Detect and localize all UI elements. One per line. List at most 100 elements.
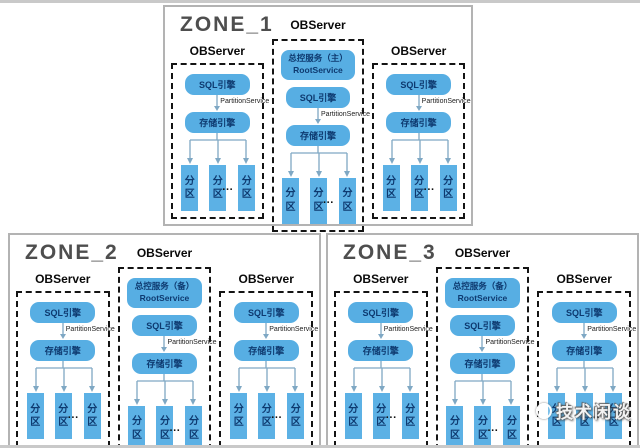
partition-service-connector: PartitionService — [441, 335, 535, 353]
zone-title: ZONE_2 — [25, 241, 119, 264]
partition-label-line1: 分 — [414, 175, 425, 187]
root-service-line2: RootService — [457, 292, 508, 303]
partition-box: 分 区 — [474, 405, 492, 445]
partition-label-line1: 分 — [386, 175, 397, 187]
partition-label-line1: 分 — [131, 416, 142, 428]
fanout-connector-icon — [187, 133, 250, 164]
observer-column-middle: 总控服务（主） RootService SQL引擎 PartitionServi… — [271, 37, 370, 232]
observer-column-right: OBServer SQL引擎 PartitionService 存储引擎 分 区… — [219, 265, 318, 445]
down-arrow-icon — [415, 95, 422, 111]
storage-engine-box: 存储引擎 — [185, 112, 250, 133]
partitions-row: 分 区 分 区 ··· 分 区 — [23, 393, 103, 439]
ellipsis: ··· — [487, 424, 499, 437]
partition-label-line2: 区 — [443, 189, 454, 200]
partition-service-label: PartitionService — [65, 326, 115, 333]
observer-box: SQL引擎 PartitionService 存储引擎 分 区 分 区 ··· … — [16, 291, 115, 445]
partition-box: 分 区 — [185, 405, 203, 445]
down-arrow-icon — [314, 107, 321, 124]
storage-engine-box: 存储引擎 — [285, 124, 351, 146]
partition-label-line2: 区 — [87, 417, 98, 428]
partition-box: 分 区 — [258, 393, 276, 439]
partition-service-label: PartitionService — [320, 110, 371, 118]
partition-label-line2: 区 — [131, 429, 142, 441]
partition-service-connector: PartitionService — [377, 95, 471, 112]
partition-box: 分 区 — [439, 165, 457, 211]
zone-header: ZONE_2 OBServer — [10, 235, 319, 265]
root-service-line1: 总控服务（备） — [452, 281, 513, 291]
observer-box: SQL引擎 PartitionService 存储引擎 分 区 分 区 ··· … — [334, 291, 433, 445]
partitions-row: 分 区 分 区 ··· 分 区 — [341, 393, 421, 439]
observer-column-middle: 总控服务（备） RootService SQL引擎 PartitionServi… — [435, 265, 535, 445]
observer-label: OBServer — [390, 44, 447, 58]
root-service-box: 总控服务（备） RootService — [444, 278, 521, 308]
partition-box: 分 区 — [503, 405, 521, 445]
partition-box: 分 区 — [128, 405, 146, 445]
partition-label-line1: 分 — [405, 403, 416, 415]
partition-service-label: PartitionService — [421, 98, 471, 105]
fanout-connector-icon — [134, 373, 197, 405]
observer-box: 总控服务（备） RootService SQL引擎 PartitionServi… — [435, 267, 535, 445]
zone: ZONE_3 OBServer OBServer SQL引擎 Partition… — [326, 233, 639, 445]
partition-service-label: PartitionService — [269, 326, 319, 333]
partition-box: 分 区 — [548, 393, 566, 439]
watermark-text: 技术闲谈 — [556, 403, 632, 422]
ellipsis: ··· — [222, 184, 234, 196]
partition-label-line2: 区 — [608, 417, 619, 428]
partition-label-line1: 分 — [261, 403, 272, 415]
fanout-connector-icon — [32, 361, 95, 392]
partition-label-line1: 分 — [443, 175, 454, 187]
partition-box: 分 区 — [83, 393, 101, 439]
partition-label-line1: 分 — [342, 188, 353, 200]
sql-engine-box: SQL引擎 — [449, 314, 516, 336]
storage-engine-box: 存储引擎 — [386, 112, 451, 133]
partition-box: 分 区 — [26, 393, 44, 439]
partition-label-line2: 区 — [579, 417, 590, 428]
observer-column-left: OBServer SQL引擎 PartitionService 存储引擎 分 区… — [334, 265, 433, 445]
down-arrow-icon — [581, 323, 588, 339]
partitions-row: 分 区 分 区 ··· 分 区 — [379, 165, 459, 211]
partitions-row: 分 区 分 区 ··· 分 区 — [544, 393, 624, 439]
ellipsis: ··· — [385, 412, 397, 424]
watermark: 技术闲谈 — [536, 398, 632, 423]
partition-label-line1: 分 — [188, 416, 199, 428]
partition-label-line2: 区 — [348, 417, 359, 428]
observer-box: SQL引擎 PartitionService 存储引擎 分 区 分 区 ··· … — [171, 63, 269, 219]
root-service-box: 总控服务（备） RootService — [126, 278, 203, 308]
partition-label-line1: 分 — [579, 403, 590, 415]
observer-label: OBServer — [353, 272, 409, 286]
partition-box: 分 区 — [344, 393, 362, 439]
partition-label-line2: 区 — [342, 201, 353, 213]
observer-box: 总控服务（主） RootService SQL引擎 PartitionServi… — [271, 39, 370, 232]
observer-column-right: OBServer SQL引擎 PartitionService 存储引擎 分 区… — [372, 37, 471, 219]
partition-label-line1: 分 — [58, 403, 69, 415]
partition-box: 分 区 — [410, 165, 428, 211]
partition-label-line2: 区 — [313, 201, 324, 213]
partition-service-connector: PartitionService — [123, 335, 217, 353]
partitions-row: 分 区 分 区 ··· 分 区 — [177, 165, 257, 211]
observer-box: SQL引擎 PartitionService 存储引擎 分 区 分 区 ··· … — [537, 291, 636, 445]
partition-label-line1: 分 — [506, 416, 517, 428]
partition-label-line1: 分 — [285, 188, 296, 200]
partition-label-line2: 区 — [376, 417, 387, 428]
partitions-row: 分 区 分 区 ··· 分 区 — [226, 393, 306, 439]
partition-service-connector: PartitionService — [277, 107, 370, 125]
partition-label-line2: 区 — [30, 417, 41, 428]
observer-column-right: OBServer SQL引擎 PartitionService 存储引擎 分 区… — [537, 265, 636, 445]
zone-body: OBServer SQL引擎 PartitionService 存储引擎 分 区… — [165, 37, 471, 232]
sql-engine-box: SQL引擎 — [185, 74, 250, 95]
partition-label-line2: 区 — [261, 417, 272, 428]
observer-box: SQL引擎 PartitionService 存储引擎 分 区 分 区 ··· … — [219, 291, 318, 445]
partition-service-label: PartitionService — [587, 326, 637, 333]
partition-box: 分 区 — [382, 165, 400, 211]
down-arrow-icon — [479, 335, 486, 352]
partition-service-connector: PartitionService — [224, 323, 318, 340]
zone: ZONE_2 OBServer OBServer SQL引擎 Partition… — [8, 233, 321, 445]
ellipsis: ··· — [589, 412, 601, 424]
partition-label-line2: 区 — [159, 429, 170, 441]
fanout-connector-icon — [388, 133, 451, 164]
storage-engine-box: 存储引擎 — [30, 340, 96, 361]
partition-label-line2: 区 — [414, 189, 425, 200]
partition-label-line1: 分 — [290, 403, 301, 415]
fanout-connector-icon — [287, 145, 350, 177]
root-service-line2: RootService — [139, 292, 190, 303]
